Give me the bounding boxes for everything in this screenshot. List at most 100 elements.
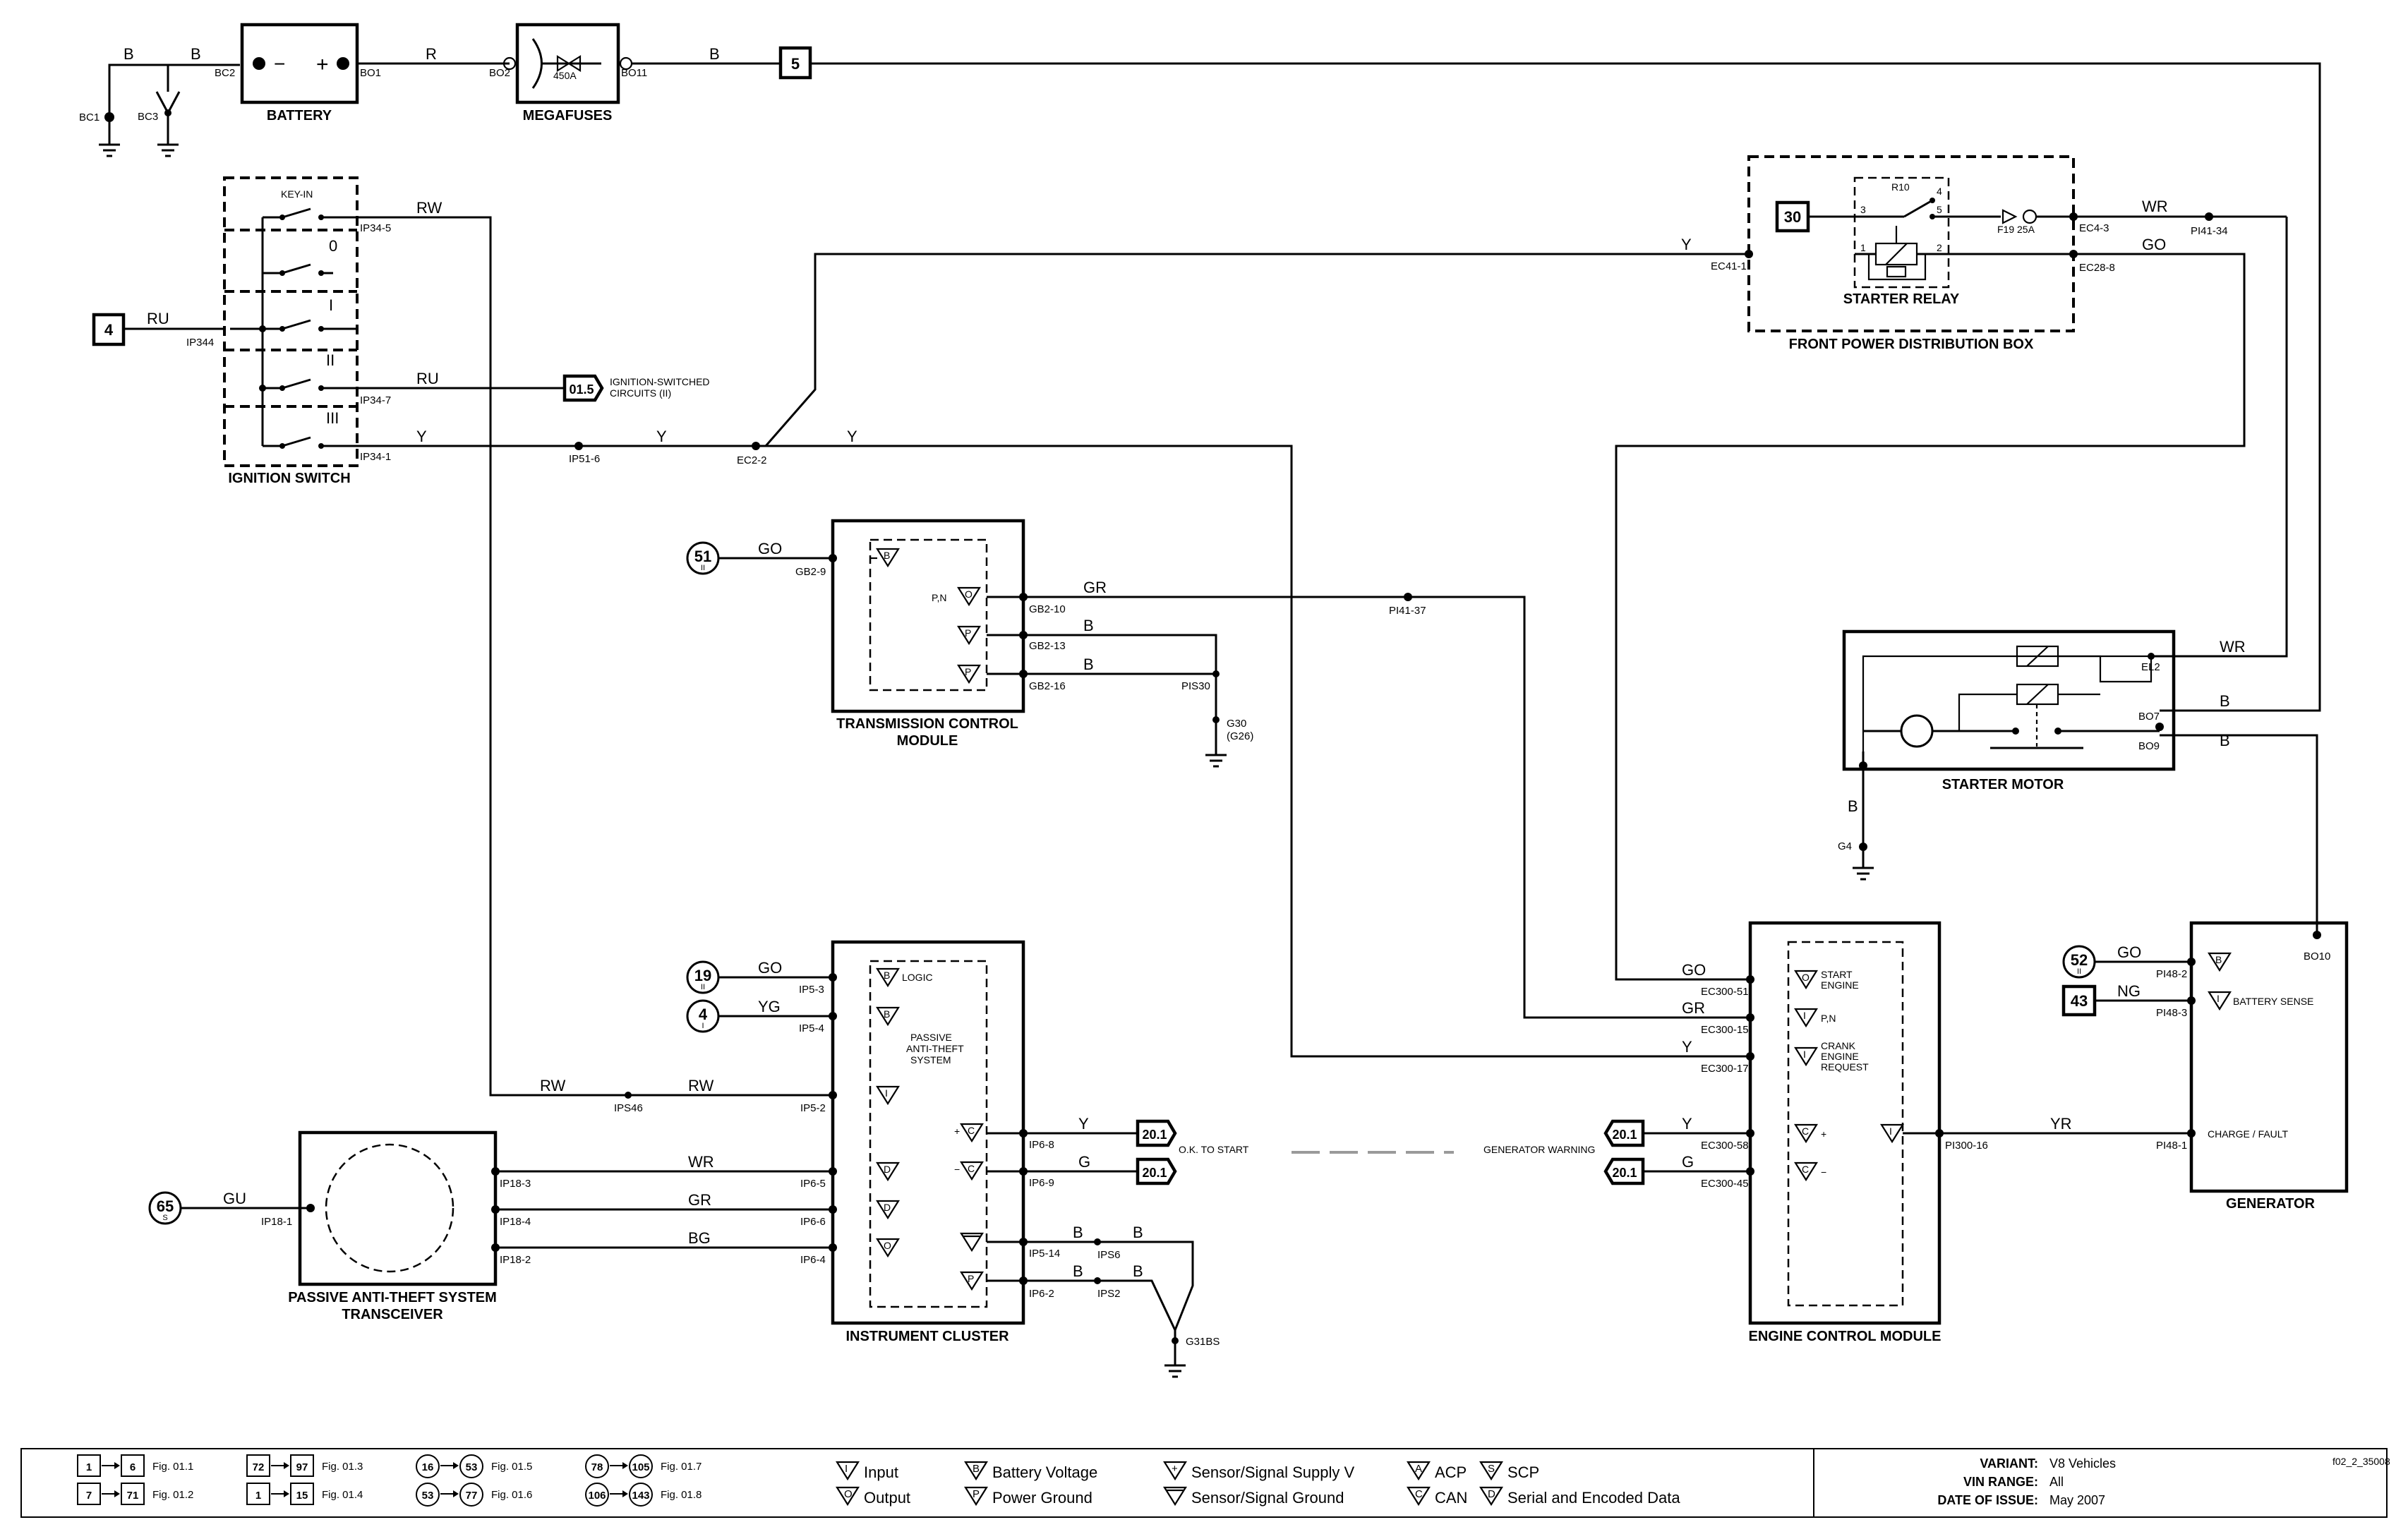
pin-label: BC1 [79,111,100,123]
pats-internal-label: SYSTEM [910,1054,951,1066]
ref-subtext: II [701,983,705,991]
symbol-letter: I [2217,993,2220,1004]
figure-index-label: Fig. 01.7 [661,1461,702,1473]
legend-can: CAN [1435,1489,1467,1507]
date-of-issue-value: May 2007 [2049,1493,2105,1507]
pin-label: IP18-2 [500,1254,531,1266]
figure-index-number: 143 [632,1490,649,1502]
wire-color-label: B [1083,656,1094,673]
symbol-letter: I [1803,1010,1806,1021]
tcm-pn-label: P,N [932,592,947,603]
minus-sign: − [274,53,285,75]
switch-position: I [329,296,333,314]
pin-label: IP6-8 [1029,1139,1054,1151]
ref-number: 5 [791,55,800,73]
plus-sign: + [316,53,329,76]
ref-number: 20.1 [1142,1128,1167,1142]
pin-label: IPS2 [1097,1288,1121,1300]
wire-color-label: B [2220,732,2230,749]
figure-index-number: 78 [591,1461,603,1473]
ref-subtext: II [2077,967,2081,976]
symbol-letter: I [1889,1125,1892,1137]
generator: GENERATOR BO10 52 II GO PI48-2 B 43 NG P… [2061,921,2349,1212]
start-engine-label: START [1821,969,1853,980]
wire-color-label: GR [1083,579,1107,596]
wire-color-label: B [124,45,134,63]
figure-index-label: Fig. 01.6 [491,1489,532,1501]
pin-label: EC300-15 [1701,1024,1749,1036]
pats-internal-label: PASSIVE [910,1032,952,1043]
start-engine-label: ENGINE [1821,979,1859,991]
wire-color-label: YR [2050,1115,2072,1133]
pin-label: IP6-2 [1029,1288,1054,1300]
legend-symbol: C [1415,1488,1423,1500]
wire-color-label: GO [2117,943,2141,961]
battery-circuit: BC1 BC3 B B BC2 − + BATTERY BO1 R 450A M… [79,23,2321,712]
pin-label: EC28-8 [2079,262,2115,274]
wire-color-label: RW [688,1077,714,1094]
wire-color-label: Y [1682,1038,1692,1056]
starter-motor: STARTER MOTOR EL2 WR BO7 BO9 B B B G4 [1838,629,2318,935]
ref-subtext: I [702,1022,704,1030]
symbol-letter: I [1803,1049,1806,1060]
symbol-letter: O [965,589,973,600]
ref-number: 4 [104,321,114,339]
legend-symbol: P [973,1488,980,1500]
wire-color-label: B [1073,1262,1083,1280]
pin-label: BO10 [2304,950,2330,962]
relay-pin: 4 [1937,186,1942,197]
legend-input: Input [864,1463,898,1481]
legend-symbol: I [845,1463,848,1475]
figure-index-label: Fig. 01.2 [152,1489,193,1501]
pin-label: IPS6 [1097,1249,1121,1261]
pin-label: G31BS [1186,1336,1220,1348]
engine-control-module: ENGINE CONTROL MODULE GO EC300-51 O STAR… [1483,921,2191,1344]
symbol-letter: B [2215,954,2222,965]
wire-color-label: WR [688,1153,714,1171]
legend-symbol: A [1415,1463,1422,1475]
wire-color-label: RU [416,370,439,387]
figure-index-number: 77 [466,1490,478,1502]
ref-number: 4 [699,1006,708,1023]
figure-index-number: 97 [296,1461,308,1473]
ign-switched-label: CIRCUITS (II) [610,387,671,399]
pin-label: EC300-17 [1701,1063,1749,1075]
ecm-label: ENGINE CONTROL MODULE [1749,1329,1942,1344]
tcm-label: TRANSMISSION CONTROL [836,716,1018,732]
pin-label: IPS46 [614,1102,643,1114]
battery-sense-label: BATTERY SENSE [2233,996,2313,1007]
vin-range-label: VIN RANGE: [1963,1475,2038,1489]
wire-color-label: YG [758,998,781,1015]
pin-label: IP5-2 [800,1102,826,1114]
relay-pin: 5 [1937,204,1942,215]
pin-label: IP34-7 [360,394,391,406]
pin-label: IP18-3 [500,1178,531,1190]
wire-color-label: GO [2142,236,2166,253]
ref-number: 20.1 [1142,1166,1167,1180]
generator-warning-label: GENERATOR WARNING [1483,1144,1595,1155]
date-of-issue-label: DATE OF ISSUE: [1937,1493,2038,1507]
pin-label: G30 [1227,718,1246,730]
legend-symbol: O [844,1488,853,1500]
ref-number: 01.5 [569,382,594,397]
pin-label: PI41-37 [1389,605,1426,617]
legend-acp: ACP [1435,1463,1467,1481]
ref-subtext: II [701,564,705,572]
wire-color-label: WR [2220,638,2246,656]
megafuses-box [515,23,620,104]
pin-label: IP6-6 [800,1216,826,1228]
ignition-switch-label: IGNITION SWITCH [228,471,350,486]
wire-color-label: Y [1681,236,1692,253]
symbol-letter: C [1802,1164,1809,1175]
legend-serial: Serial and Encoded Data [1507,1489,1680,1507]
starter-relay-label: STARTER RELAY [1843,291,1960,307]
wire-color-label: BG [688,1229,711,1247]
transmission-control-module: TRANSMISSION CONTROL MODULE 51 II GO GB2… [686,519,1750,1019]
figure-index-number: 6 [130,1461,136,1473]
ref-box-01-5 [562,374,604,402]
ok-to-start-label: O.K. TO START [1179,1144,1249,1155]
